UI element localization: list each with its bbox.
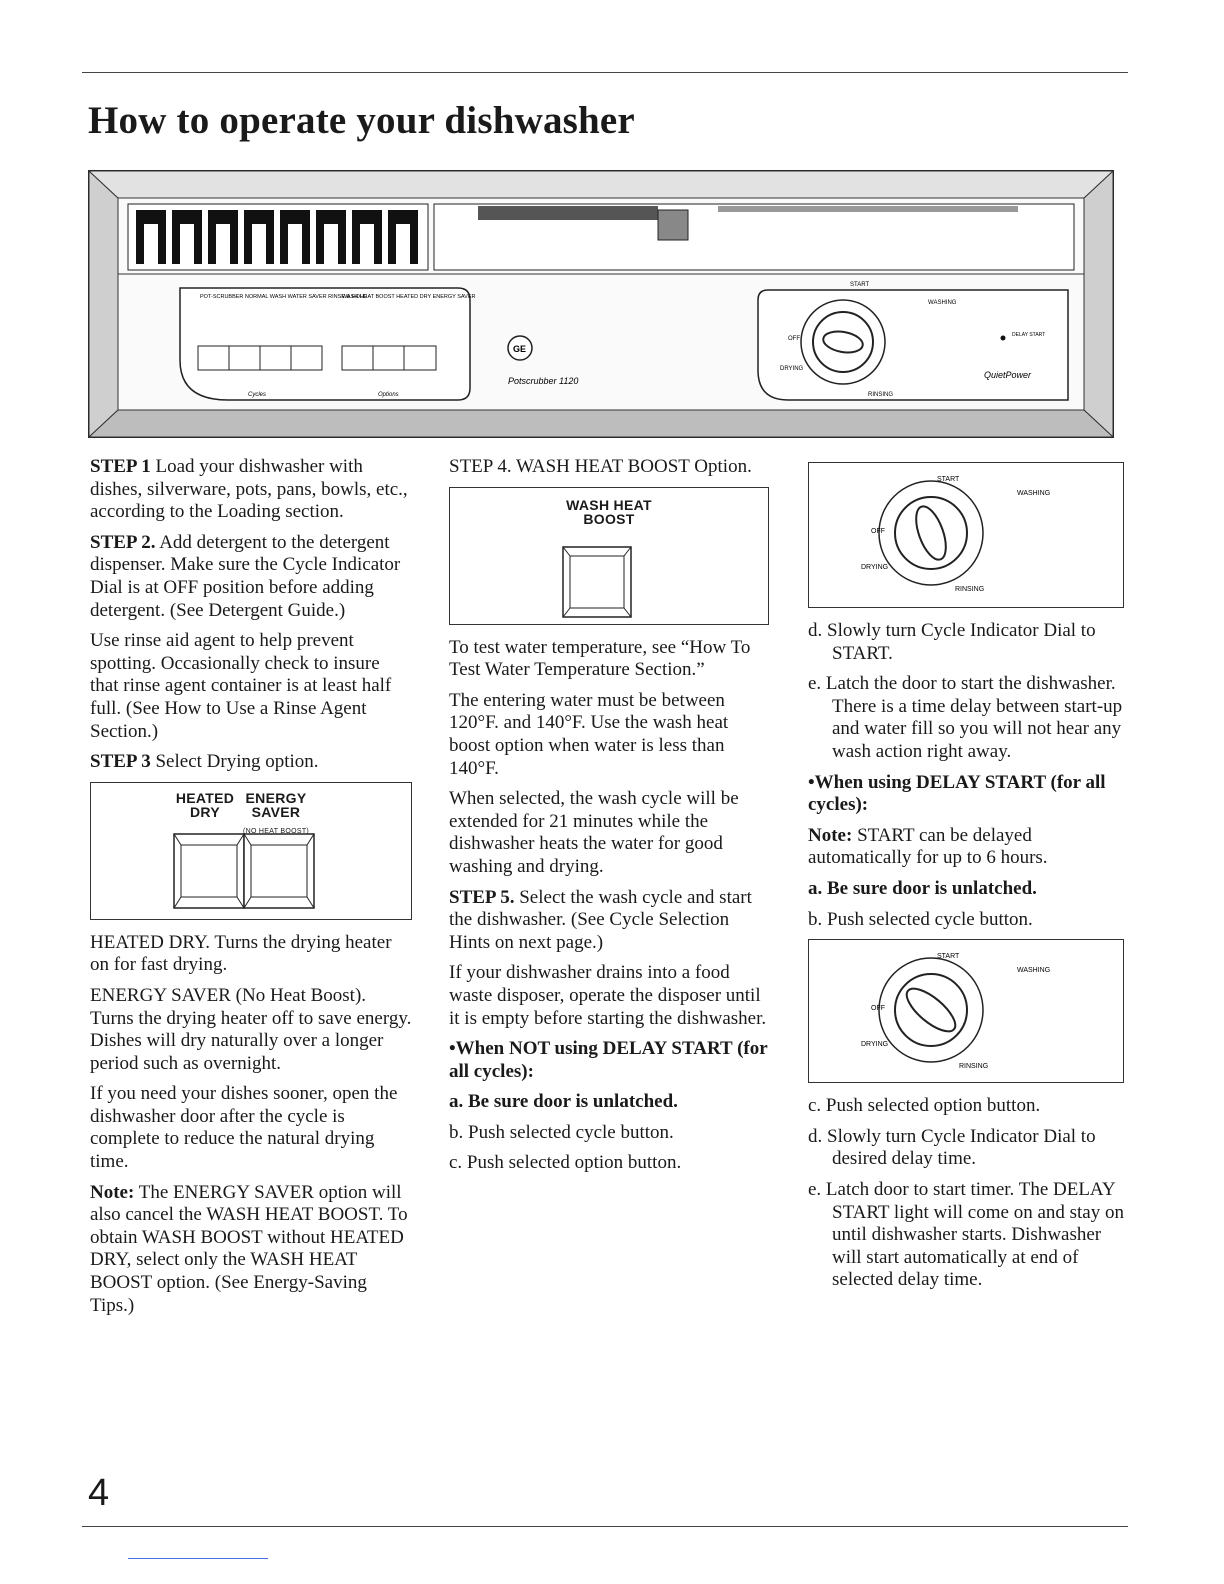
no-heat-boost-label: (NO HEAT BOOST)	[242, 827, 310, 835]
step-b-cycle-3: b. Push selected cycle button.	[808, 908, 1033, 930]
dial-start-box: START WASHING OFF DRYING RINSING	[808, 462, 1124, 608]
bottom-rule	[82, 1526, 1128, 1527]
wash-heat-label: WASH HEAT	[566, 496, 652, 513]
selected-text: When selected, the wash cycle will be ex…	[449, 788, 739, 877]
step3-head: STEP 3	[90, 751, 151, 773]
note-head: Note:	[90, 1181, 135, 1203]
svg-text:START: START	[937, 476, 960, 483]
button-group: POT-SCRUBBER NORMAL WASH WATER SAVER RIN…	[179, 287, 475, 401]
svg-text:WASHING: WASHING	[928, 300, 957, 306]
heated-dry-label: HEATED DRY	[175, 789, 235, 820]
svg-text:OFF: OFF	[871, 1005, 885, 1012]
wash-heat-boost-box: WASH HEAT BOOST	[449, 486, 769, 625]
step5-head: STEP 5.	[449, 886, 515, 908]
dial-start-diagram: START WASHING OFF DRYING RINSING	[861, 476, 1050, 593]
control-panel-illustration: POT-SCRUBBER NORMAL WASH WATER SAVER RIN…	[88, 170, 1114, 438]
step-e-timer: e. Latch door to start timer. The DELAY …	[808, 1178, 1124, 1291]
page-title: How to operate your dishwasher	[88, 99, 635, 142]
note-text: The ENERGY SAVER option will also cancel…	[90, 1181, 408, 1316]
dial-delay-box: START WASHING OFF DRYING RINSING	[808, 939, 1124, 1084]
sooner-text: If you need your dishes sooner, open the…	[90, 1083, 398, 1173]
cycle-dial: START WASHING OFF DRYING RINSING	[757, 282, 1069, 401]
step2-text: Add detergent to the detergent dispenser…	[90, 531, 401, 621]
step-b-cycle: b. Push selected cycle button.	[449, 1121, 674, 1143]
svg-text:WASHING: WASHING	[1017, 967, 1050, 974]
test-temp-text: To test water temperature, see “How To T…	[449, 636, 751, 681]
heated-dry-text: HEATED DRY. Turns the drying heater on f…	[90, 931, 392, 976]
column-3: START WASHING OFF DRYING RINSING d. Slow…	[808, 456, 1124, 1300]
step-c-option: c. Push selected option button.	[449, 1152, 682, 1174]
step-e-latch: e. Latch the door to start the dishwashe…	[808, 673, 1123, 762]
boost-label: BOOST	[583, 510, 635, 527]
cycles-label: Cycles	[248, 392, 266, 398]
step-a-unlatched-3: a. Be sure door is unlatched.	[808, 877, 1037, 899]
svg-text:DRYING: DRYING	[780, 366, 804, 372]
svg-text:DRYING: DRYING	[861, 1041, 888, 1048]
options-label: Options	[378, 392, 399, 398]
rinse-aid-text: Use rinse aid agent to help prevent spot…	[90, 630, 392, 742]
step-a-unlatched: a. Be sure door is unlatched.	[449, 1091, 678, 1113]
footer-blue-line	[128, 1558, 268, 1559]
wash-heat-boost-button	[562, 545, 632, 618]
column-2: STEP 4. WASH HEAT BOOST Option. WASH HEA…	[449, 456, 769, 1183]
cycle-buttons-label: POT-SCRUBBER NORMAL WASH WATER SAVER RIN…	[200, 294, 367, 300]
drying-options-box: HEATED DRY ENERGY SAVER (NO HEAT BOOST)	[90, 781, 412, 920]
page-number: 4	[88, 1472, 110, 1514]
door-handle-slots	[127, 203, 429, 271]
top-rule	[82, 72, 1128, 73]
drying-buttons	[173, 832, 315, 909]
svg-text:DRYING: DRYING	[861, 564, 888, 571]
step3-text: Select Drying option.	[155, 751, 319, 773]
step-d-start: d. Slowly turn Cycle Indicator Dial to S…	[808, 620, 1096, 664]
step-d-delay: d. Slowly turn Cycle Indicator Dial to d…	[808, 1125, 1096, 1170]
model-name: Potscrubber 1120	[508, 376, 578, 386]
step5-text: Select the wash cycle and start the dish…	[449, 886, 752, 953]
note-text-3: START can be delayed automatically for u…	[808, 824, 1048, 869]
delay-start-label: DELAY START	[1012, 332, 1045, 338]
step1-head: STEP 1	[90, 456, 151, 477]
svg-text:GE: GE	[513, 344, 526, 354]
ge-logo: GE	[507, 335, 533, 361]
svg-text:RINSING: RINSING	[959, 1063, 988, 1070]
step2-head: STEP 2.	[90, 531, 156, 553]
column-1: STEP 1 Load your dishwasher with dishes,…	[90, 456, 412, 1325]
disposer-text: If your dishwasher drains into a food wa…	[449, 962, 767, 1029]
energy-saver-text: ENERGY SAVER (No Heat Boost). Turns the …	[90, 984, 412, 1074]
when-not-delay-heading: •When NOT using DELAY START (for all cyc…	[449, 1038, 768, 1082]
svg-text:RINSING: RINSING	[955, 586, 984, 593]
energy-saver-label: ENERGY SAVER	[245, 789, 307, 820]
step4-text: STEP 4. WASH HEAT BOOST Option.	[449, 456, 752, 477]
entering-water-text: The entering water must be between 120°F…	[449, 689, 729, 779]
when-using-delay-heading: •When using DELAY START (for all cycles)…	[808, 771, 1106, 816]
delay-start-light	[1000, 335, 1006, 341]
svg-text:WASHING: WASHING	[1017, 490, 1050, 497]
brand-name: QuietPower	[984, 370, 1032, 380]
option-buttons-label: WASH HEAT BOOST HEATED DRY ENERGY SAVER	[342, 294, 475, 300]
step1-text: Load your dishwasher with dishes, silver…	[90, 456, 408, 523]
svg-text:OFF: OFF	[871, 528, 885, 535]
svg-text:OFF: OFF	[788, 336, 800, 342]
note-head-3: Note:	[808, 824, 853, 846]
svg-text:START: START	[850, 282, 869, 288]
svg-text:START: START	[937, 953, 960, 960]
dial-delay-diagram: START WASHING OFF DRYING RINSING	[861, 953, 1050, 1070]
svg-text:RINSING: RINSING	[868, 392, 893, 398]
step-c-option-3: c. Push selected option button.	[808, 1095, 1041, 1117]
